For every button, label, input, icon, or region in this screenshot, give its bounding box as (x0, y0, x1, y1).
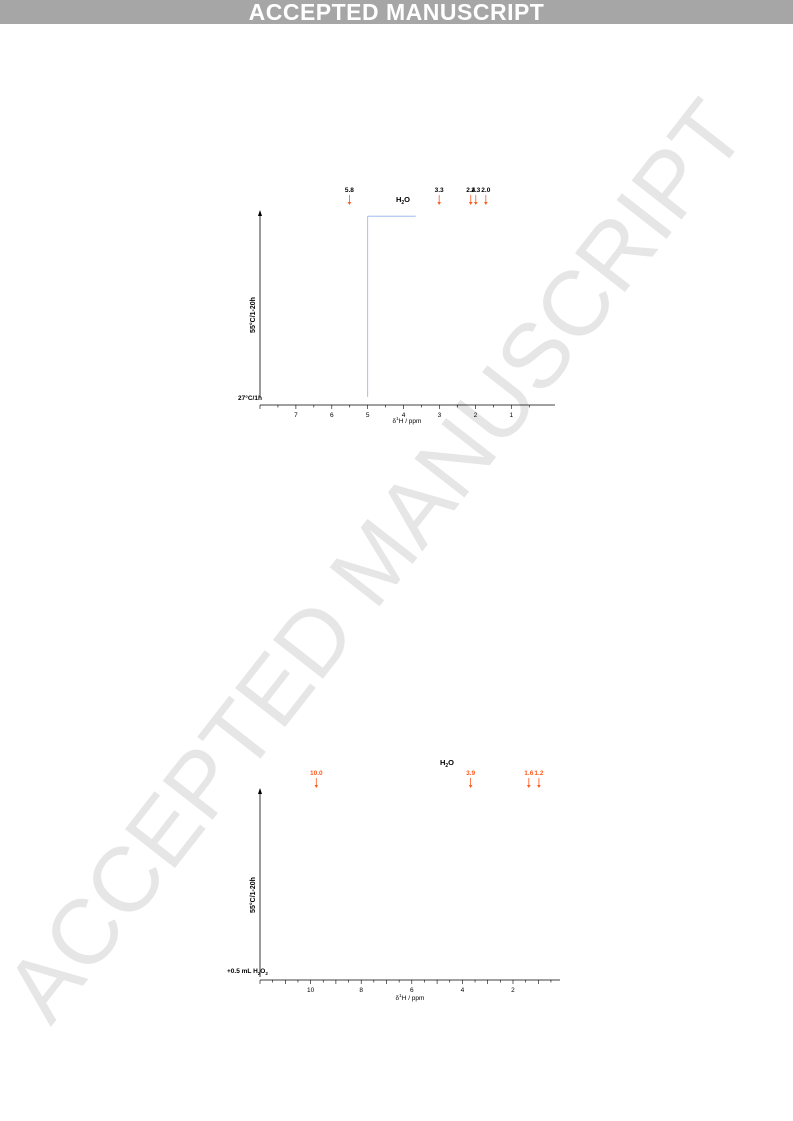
x-axis-tick-label: 3 (438, 412, 442, 419)
peak-arrowhead (473, 202, 478, 205)
peak-label: 3.9 (466, 770, 475, 777)
bottom-trace-label: +0.5 mL H2O2 (227, 968, 268, 976)
water-label: H2O (440, 758, 454, 769)
x-axis-tick-label: 1 (509, 412, 513, 419)
peak-label: 1.6 (524, 770, 533, 777)
water-label: H2O (396, 195, 410, 206)
peak-label: 5.8 (345, 187, 354, 194)
peak-label: 2.4 (466, 187, 475, 194)
x-axis-label: δ1H / ppm (396, 993, 425, 1002)
x-axis-label: δ1H / ppm (393, 416, 422, 425)
y-axis-arrowhead (258, 788, 262, 794)
peak-arrowhead (484, 202, 488, 205)
y-axis-arrowhead (258, 210, 262, 216)
peak-arrowhead (468, 202, 473, 205)
x-axis-tick-label: 2 (474, 412, 478, 419)
x-axis-tick-label: 6 (330, 412, 334, 419)
y-axis-label: 55°C/1-20h (249, 877, 257, 913)
peak-label: 2.3 (471, 187, 480, 194)
x-axis-tick-label: 5 (366, 412, 370, 419)
peak-label: 10.0 (310, 770, 323, 777)
peak-label: 2.0 (481, 187, 490, 194)
x-axis-tick-label: 7 (294, 412, 298, 419)
x-axis-ticks: 7 6 5 4 3 2 1 (259, 405, 530, 419)
peak-arrowhead (437, 202, 441, 205)
x-axis-ticks: 10 8 6 4 2 (259, 980, 552, 994)
x-axis-tick-label: 10 (307, 987, 315, 994)
x-axis-tick-label: 4 (461, 987, 465, 994)
x-axis-tick-label: 8 (359, 987, 363, 994)
x-axis-tick-label: 4 (402, 412, 406, 419)
peak-label: 1.2 (534, 770, 543, 777)
x-axis-tick-label: 6 (410, 987, 414, 994)
peak-arrowhead (527, 785, 531, 788)
peak-arrowhead (537, 785, 541, 788)
y-axis-label: 55°C/1-20h (249, 297, 257, 333)
peak-arrowhead (468, 785, 473, 788)
peak-arrowhead (347, 202, 352, 205)
bottom-trace-label: 27°C/1h (238, 394, 262, 402)
peak-arrowhead (314, 785, 319, 788)
accepted-manuscript-banner: ACCEPTED MANUSCRIPT (0, 0, 793, 24)
peak-label: 3.3 (435, 187, 444, 194)
x-axis-tick-label: 2 (511, 987, 515, 994)
